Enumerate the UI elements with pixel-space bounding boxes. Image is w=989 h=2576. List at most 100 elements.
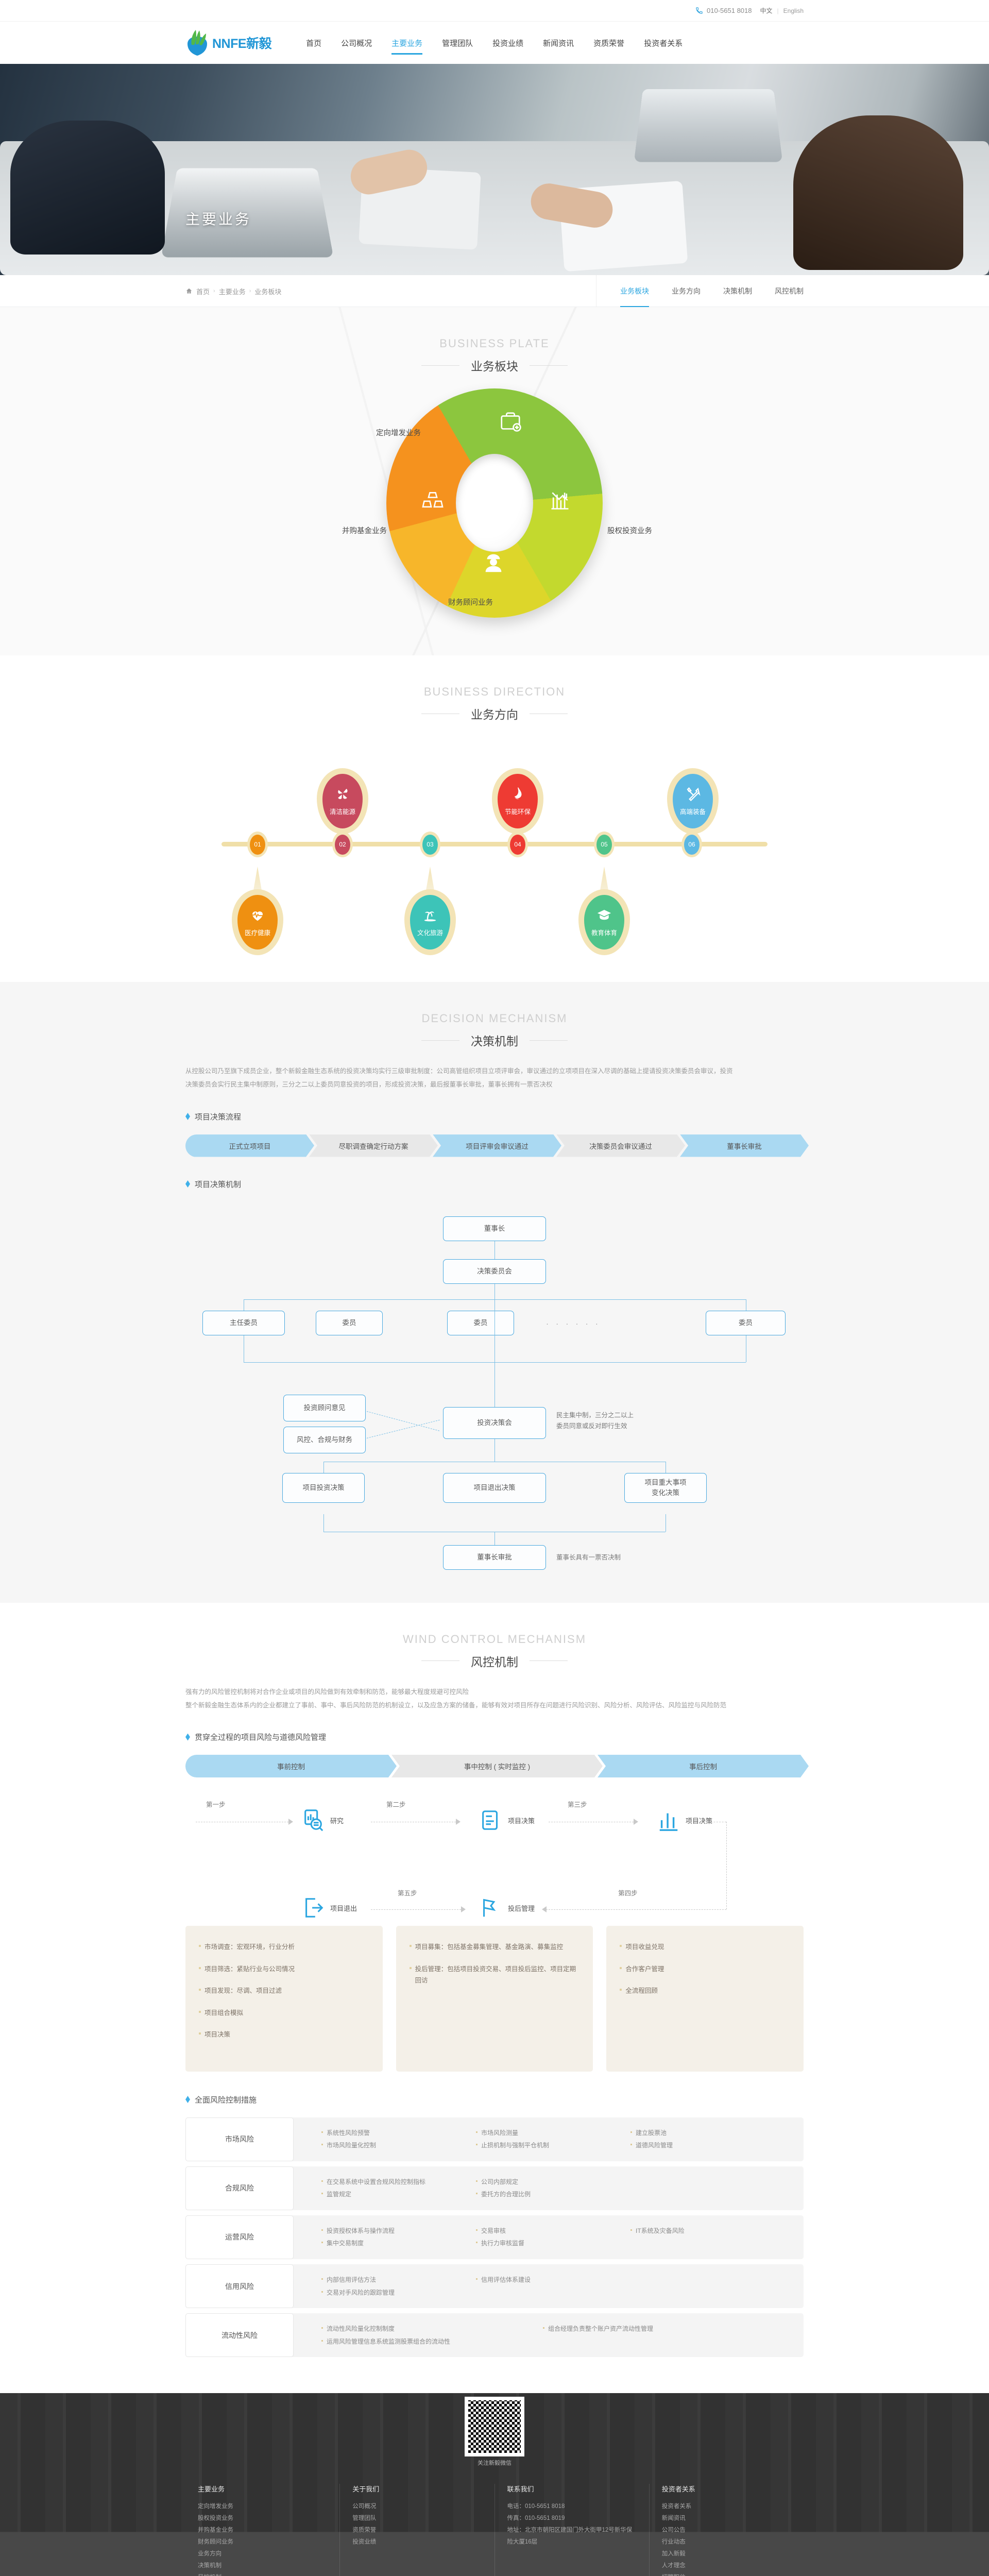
wind-phase-mid[interactable]: 事中控制 ( 实时监控 ) [391,1755,603,1777]
wind-phase-pre[interactable]: 事前控制 [185,1755,397,1777]
banner-photo [0,64,989,275]
wind-control-section: WIND CONTROL MECHANISM 风控机制 强有力的风险管控机制将对… [0,1602,989,2394]
flow-step-3[interactable]: 项目评审会审议通过 [433,1134,561,1157]
wrench-screwdriver-icon [685,786,701,804]
timeline-node-06-label: 06 [684,834,700,855]
wind-phase-post[interactable]: 事后控制 [598,1755,809,1777]
footer-col-contact-title: 联系我们 [507,2485,534,2494]
risk-operation-c3-i1: IT系统及灾备风险 [630,2225,785,2238]
footer-investor-link-3[interactable]: 行业动态 [661,2539,686,2546]
direction-pin-energy-saving[interactable]: 节能环保 [492,768,543,857]
risk-credit-c1-i2: 交易对手风险的跟踪管理 [321,2286,476,2299]
direction-pin-education-sports[interactable]: 教育体育 [578,867,630,955]
direction-pin-clean-energy[interactable]: 清洁能源 [317,768,368,857]
main-nav[interactable]: 首页 公司概况 主要业务 管理团队 投资业绩 新闻资讯 资质荣誉 投资者关系 [296,22,692,64]
risk-row-credit-name: 信用风险 [185,2264,294,2309]
footer-investor-link-2[interactable]: 公司公告 [661,2527,686,2534]
footer-business-link-2[interactable]: 并购基金业务 [198,2527,233,2534]
nav-item-honors[interactable]: 资质荣誉 [593,39,625,48]
risk-operation-c2-i1: 交易审核 [476,2225,630,2238]
org-box-exit-decision: 项目退出决策 [443,1472,546,1503]
wind-card-pre-item-4: 项目决策 [199,2029,369,2041]
footer-about-link-2[interactable]: 资质荣誉 [352,2527,377,2534]
sub-tabs[interactable]: 业务板块 业务方向 决策机制 风控机制 [596,275,804,307]
wind-card-pre-item-0: 市场调查：宏观环境，行业分析 [199,1941,369,1953]
risk-operation-c1-i2: 集中交易制度 [321,2237,476,2250]
footer-about-link-0[interactable]: 公司概况 [352,2503,377,2510]
lang-en-link[interactable]: English [783,7,804,14]
risk-market-c1-i1: 系统性风险预警 [321,2127,476,2140]
business-plate-heading: BUSINESS PLATE 业务板块 [185,307,804,374]
timeline-node-02[interactable]: 02 [332,832,353,857]
footer-about-link-1[interactable]: 管理团队 [352,2515,377,2522]
breadcrumb-item-1[interactable]: 主要业务 [218,287,246,296]
org-box-advisor-opinion: 投资顾问意见 [283,1394,366,1421]
breadcrumb-item-0[interactable]: 首页 [196,287,210,296]
footer-investor-link-0[interactable]: 投资者关系 [661,2503,692,2510]
nav-item-investor[interactable]: 投资者关系 [644,39,683,48]
timeline-node-05-label: 05 [596,834,612,855]
footer-business-link-5[interactable]: 决策机制 [198,2563,221,2569]
footer-col-business-title: 主要业务 [198,2485,225,2494]
flow-step-2[interactable]: 尽职调查确定行动方案 [309,1134,438,1157]
site-footer: 关注新毅微信 主要业务 定向增发业务 股权投资业务 并购基金业务 财务顾问业务 … [0,2393,989,2576]
flow-step-1[interactable]: 正式立项项目 [185,1134,314,1157]
flag-icon [479,1896,503,1920]
timeline-node-03[interactable]: 03 [420,832,440,857]
footer-business-link-6[interactable]: 风控机制 [198,2572,327,2576]
footer-business-link-3[interactable]: 财务顾问业务 [198,2539,233,2546]
org-box-committee: 决策委员会 [443,1259,546,1284]
flow-step-5[interactable]: 董事长审批 [680,1134,809,1157]
org-box-chairman-approval: 董事长审批 [443,1545,546,1570]
org-box-risk-compliance-finance: 风控、合规与财务 [283,1426,366,1453]
footer-link-columns: 主要业务 定向增发业务 股权投资业务 并购基金业务 财务顾问业务 业务方向 决策… [185,2470,804,2576]
tab-decision-mechanism[interactable]: 决策机制 [723,287,752,295]
tab-business-direction[interactable]: 业务方向 [672,287,701,295]
language-switcher[interactable]: 中文 | English [760,6,804,15]
footer-about-link-3[interactable]: 投资业绩 [352,2539,377,2546]
flame-leaf-icon [510,786,525,804]
site-logo[interactable]: NNFE新毅 [185,29,272,56]
direction-pin-medical-health[interactable]: 医疗健康 [232,867,283,955]
footer-investor-link-5[interactable]: 人才理念 [661,2563,686,2569]
wind-step-decision-a-label: 项目决策 [508,1817,535,1825]
diamond-bullet-icon [185,2096,190,2103]
nav-item-news[interactable]: 新闻资讯 [543,39,574,48]
nav-item-business[interactable]: 主要业务 [382,22,432,64]
timeline-node-04[interactable]: 04 [507,832,528,857]
footer-investor-link-1[interactable]: 新闻资讯 [661,2515,686,2522]
wind-phase-chevrons: 事前控制 事中控制 ( 实时监控 ) 事后控制 [185,1755,804,1777]
risk-control-table: 市场风险 系统性风险预警 市场风险量化控制 市场风险测量 止损机制与强制平仓机制… [185,2117,804,2358]
lang-cn-link[interactable]: 中文 [760,7,773,14]
logo-cn: 新毅 [246,37,272,51]
footer-business-link-4[interactable]: 业务方向 [198,2551,221,2557]
nav-item-performance[interactable]: 投资业绩 [492,39,524,48]
wind-step-4-order: 第四步 [618,1890,638,1897]
footer-investor-link-6[interactable]: 招聘职位 [662,2572,791,2576]
wind-card-mid-item-0: 项目募集：包括基金募集管理、基金路演、募集监控 [409,1941,580,1953]
tab-business-plate[interactable]: 业务板块 [620,275,649,307]
nav-item-about[interactable]: 公司概况 [341,39,372,48]
footer-investor-link-4[interactable]: 加入新毅 [661,2551,686,2557]
footer-business-link-1[interactable]: 股权投资业务 [198,2515,233,2522]
decision-lead-line-2: 决策委员会实行民主集中制原则，三分之二以上委员同意投资的项目，形成投资决策，最后… [185,1081,553,1089]
tab-wind-control-mechanism[interactable]: 风控机制 [775,287,804,295]
wind-step-research: 研究 [301,1808,344,1832]
footer-business-link-0[interactable]: 定向增发业务 [198,2503,233,2510]
wind-step-2-order: 第二步 [386,1801,406,1808]
nav-item-home[interactable]: 首页 [306,39,322,48]
wind-card-pre-item-1: 项目筛选：紧贴行业与公司情况 [199,1963,369,1975]
timeline-node-05[interactable]: 05 [594,832,615,857]
risk-measures-title-row: 全面风险控制措施 [185,2094,804,2105]
flow-step-4[interactable]: 决策委员会审议通过 [556,1134,685,1157]
direction-pin-culture-tourism[interactable]: 文化旅游 [404,867,456,955]
org-member-ellipsis: · · · · · · [546,1319,601,1328]
nav-item-team[interactable]: 管理团队 [442,39,473,48]
risk-credit-c1-i1: 内部信用评估方法 [321,2274,476,2286]
risk-compliance-c1-i2: 监管规定 [321,2188,476,2201]
bar-chart-icon [657,1808,680,1832]
timeline-node-06[interactable]: 06 [681,832,702,857]
risk-row-compliance: 合规风险 在交易系统中设置合规风险控制指标 监管规定 公司内部规定 委托方的合理… [185,2166,804,2210]
timeline-node-01[interactable]: 01 [247,832,268,857]
direction-pin-high-end-equipment[interactable]: 高端装备 [667,768,719,857]
